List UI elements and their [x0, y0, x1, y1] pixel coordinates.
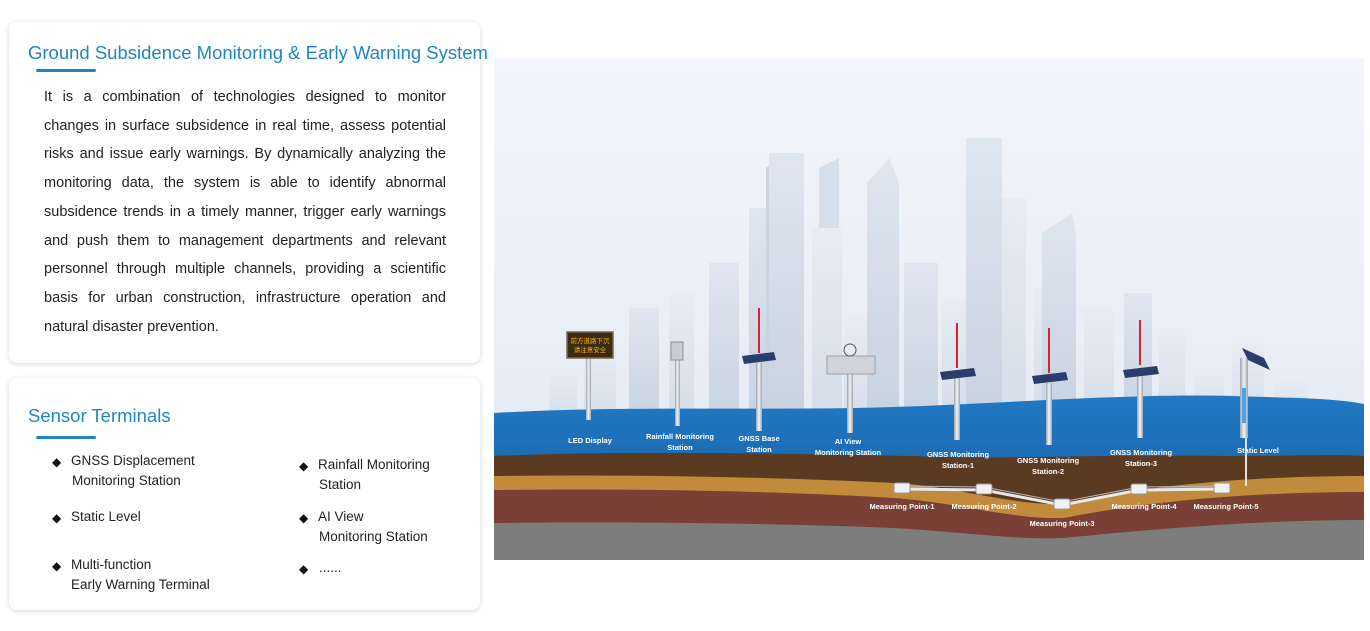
sensor-item-label: Early Warning Terminal — [71, 576, 210, 592]
sensor-item-label: AI View — [318, 509, 364, 524]
station-label-rainfall-line2: Station — [667, 443, 693, 452]
station-label-gnss-1-line1: GNSS Monitoring — [927, 450, 989, 459]
measuring-point-label-1: Measuring Point-1 — [869, 502, 934, 511]
gnss-station-3-device — [1123, 320, 1159, 438]
sensor-item-label: Station — [319, 476, 362, 492]
sensor-item-static-level: ◆ Static Level — [52, 507, 141, 527]
gnss-base-station-device — [742, 308, 776, 431]
intro-description: It is a combination of technologies desi… — [44, 89, 446, 335]
gnss-station-2-device — [1032, 328, 1068, 445]
sensor-item-gnss-displacement: ◆ GNSS Displacement Monitoring Station — [52, 451, 195, 490]
static-level-device — [1240, 348, 1270, 486]
station-label-ai-view-line2: Monitoring Station — [815, 448, 882, 457]
station-label-rainfall-line1: Rainfall Monitoring — [646, 432, 714, 441]
sensor-item-multi-function: ◆ Multi-function Early Warning Terminal — [52, 555, 210, 594]
sensor-item-label: Multi-function — [71, 557, 152, 572]
sensor-item-label: Static Level — [71, 509, 141, 524]
sensor-item-label: Rainfall Monitoring — [318, 457, 430, 472]
ai-view-station-device — [826, 343, 876, 433]
diamond-bullet-icon: ◆ — [299, 459, 309, 473]
sensor-item-label: Monitoring Station — [319, 528, 428, 544]
subsidence-system-diagram: 前方道路下沉 请注意安全 — [494, 58, 1364, 560]
gnss-station-1-device — [940, 323, 976, 440]
sensor-item-ai-view: ◆ AI View Monitoring Station — [299, 507, 428, 546]
station-label-ai-view-line1: AI View — [835, 437, 862, 446]
sensor-terminals-card: Sensor Terminals ◆ GNSS Displacement Mon… — [9, 378, 480, 610]
diamond-bullet-icon: ◆ — [299, 511, 309, 525]
bedrock-layer — [494, 520, 1364, 560]
station-label-gnss-1-line2: Station-1 — [942, 461, 974, 470]
led-text-line1: 前方道路下沉 — [571, 336, 611, 345]
intro-card: Ground Subsidence Monitoring & Early War… — [9, 22, 488, 363]
measuring-point-sensors — [893, 482, 1231, 510]
sensor-item-rainfall: ◆ Rainfall Monitoring Station — [299, 455, 430, 494]
intro-title: Ground Subsidence Monitoring & Early War… — [28, 42, 488, 63]
station-label-gnss-3-line2: Station-3 — [1125, 459, 1157, 468]
station-label-static-level: Static Level — [1237, 446, 1279, 455]
measuring-point-label-5: Measuring Point-5 — [1193, 502, 1258, 511]
intro-title-underline — [36, 69, 96, 72]
station-label-gnss-3-line1: GNSS Monitoring — [1110, 448, 1172, 457]
led-text-line2: 请注意安全 — [574, 345, 607, 354]
sensor-terminals-title: Sensor Terminals — [28, 405, 171, 426]
diamond-bullet-icon: ◆ — [299, 562, 309, 576]
measuring-point-label-3: Measuring Point-3 — [1029, 519, 1094, 528]
station-label-gnss-2-line1: GNSS Monitoring — [1017, 456, 1079, 465]
sensor-item-label: ...... — [319, 560, 342, 575]
sensor-item-label: GNSS Displacement — [71, 453, 195, 468]
station-label-gnss-2-line2: Station-2 — [1032, 467, 1064, 476]
measuring-point-label-2: Measuring Point-2 — [951, 502, 1016, 511]
diamond-bullet-icon: ◆ — [52, 455, 62, 469]
station-label-led-display: LED Display — [568, 436, 613, 445]
sensor-title-underline — [36, 436, 96, 439]
diamond-bullet-icon: ◆ — [52, 511, 62, 525]
sensor-item-more: ◆ ...... — [299, 558, 342, 578]
diamond-bullet-icon: ◆ — [52, 559, 62, 573]
station-label-gnss-base-line1: GNSS Base — [738, 434, 779, 443]
rainfall-station-device — [670, 341, 684, 426]
led-display-device: 前方道路下沉 请注意安全 — [566, 331, 614, 420]
sensor-item-label: Monitoring Station — [72, 472, 181, 488]
station-label-gnss-base-line2: Station — [746, 445, 772, 454]
measuring-point-label-4: Measuring Point-4 — [1111, 502, 1177, 511]
